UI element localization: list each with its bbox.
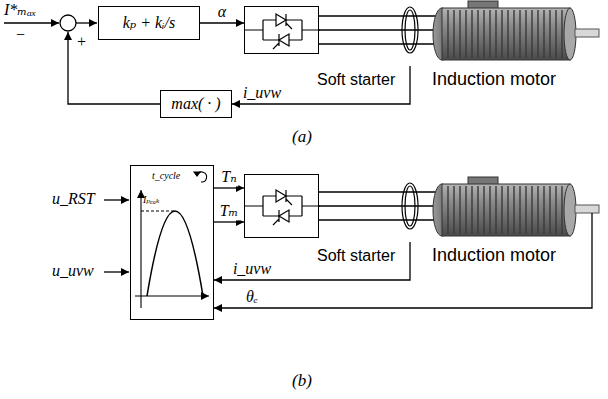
signal-label: Tₘ xyxy=(218,202,241,220)
signal-connector xyxy=(232,66,410,104)
signal-connector xyxy=(319,205,380,206)
signal-connector xyxy=(214,187,244,188)
signal-label: Tₙ xyxy=(219,168,238,186)
plot-symbol xyxy=(131,166,215,321)
encoder-lead xyxy=(591,213,592,242)
phase-wire xyxy=(319,15,380,16)
current-pulse-plot xyxy=(135,172,209,308)
signal-label: i_uvw xyxy=(231,260,273,278)
signal-connector xyxy=(200,22,244,23)
signal-connector xyxy=(214,242,592,308)
reference-wire xyxy=(4,22,59,23)
summing-junction xyxy=(60,15,76,31)
signal-connector xyxy=(214,221,244,222)
controller-box: kₚ + kᵢ/s xyxy=(98,6,200,40)
signal-name: u_RST xyxy=(52,190,95,208)
node-text: Iₚₑₐₖ xyxy=(143,194,160,205)
sign: + xyxy=(76,33,87,51)
motor-symbol xyxy=(380,0,602,66)
phase-wire xyxy=(319,43,380,44)
max-box: max( · ) xyxy=(160,90,232,118)
node-text: t_cycle xyxy=(152,170,180,181)
node-text: Soft starter xyxy=(317,71,395,89)
node-text: Induction motor xyxy=(432,70,556,90)
soft-starter-box: Soft starter xyxy=(244,6,319,54)
thyristor-pair xyxy=(245,190,320,225)
motor-body xyxy=(433,177,599,236)
pulse-controller-box: Iₚₑₐₖ t_cycle xyxy=(130,165,214,320)
node-text: kₚ + kᵢ/s xyxy=(123,14,176,32)
motor-body xyxy=(433,1,599,60)
signal-name: u_uvw xyxy=(52,262,94,280)
panel-label: (a) xyxy=(292,128,312,147)
sign: − xyxy=(15,26,26,44)
signal-connector xyxy=(319,29,380,30)
input-wire xyxy=(104,271,129,272)
induction-motor: Induction motor xyxy=(380,176,602,242)
signal-connector xyxy=(214,242,410,280)
thy-symbol xyxy=(245,7,320,55)
thy-symbol xyxy=(245,175,320,239)
signal-label: α xyxy=(216,3,228,21)
node-text: Soft starter xyxy=(317,247,395,265)
thyristor-pair xyxy=(245,14,320,49)
phase-wires xyxy=(380,16,436,44)
signal-label: θₑ xyxy=(244,288,260,306)
error-wire xyxy=(76,22,97,23)
input-wire xyxy=(104,199,129,200)
current-sensor xyxy=(402,183,418,229)
induction-motor: Induction motor xyxy=(380,0,602,66)
panel-label: (b) xyxy=(292,372,312,391)
phase-wire xyxy=(319,219,380,220)
signal-label: i_uvw xyxy=(241,84,283,102)
current-sensor xyxy=(402,7,418,53)
phase-wires xyxy=(380,192,436,220)
feedback-wire xyxy=(68,32,160,104)
phase-wire xyxy=(319,191,380,192)
node-text: Induction motor xyxy=(432,246,556,266)
reference-symbol: I*ₘₐₓ xyxy=(4,1,36,19)
soft-starter-box: Soft starter xyxy=(244,174,319,238)
node-text: max( · ) xyxy=(171,95,220,113)
motor-symbol xyxy=(380,176,602,242)
